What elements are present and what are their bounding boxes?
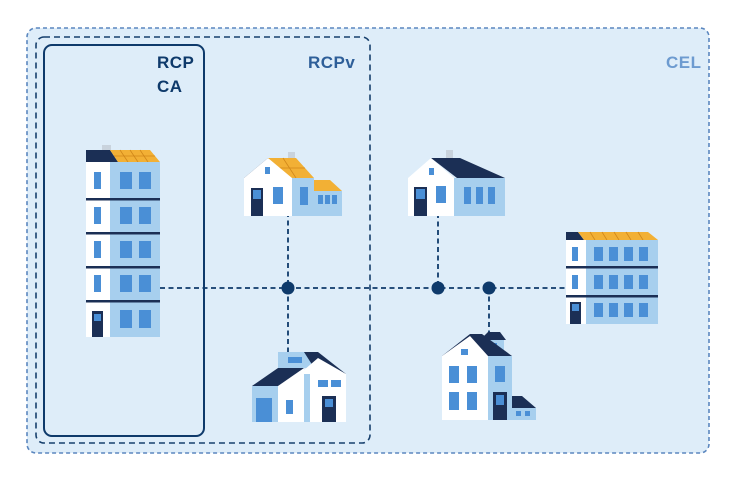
cel-label: CEL: [666, 53, 702, 72]
cel-zone: [26, 27, 710, 454]
rcpv-label: RCPv: [308, 53, 356, 72]
network-node-icon: [281, 281, 295, 295]
apartment-building-icon: [86, 145, 160, 337]
network-node-icon: [431, 281, 445, 295]
rcpv-zone: [35, 36, 371, 444]
house-icon: [252, 352, 346, 422]
solar-panel-icon: [314, 180, 342, 191]
rcp-ca-label-line1: RCP: [157, 53, 195, 72]
apartment-building-icon: [566, 231, 658, 324]
house-icon: [244, 152, 342, 216]
network-node-icon: [482, 281, 496, 295]
network-lines: [160, 212, 570, 360]
rcp-ca-label-line2: CA: [157, 77, 183, 96]
house-icon: [442, 332, 536, 420]
rcp-ca-zone: [43, 44, 205, 437]
house-icon: [408, 150, 505, 216]
solar-panel-icon: [578, 232, 658, 240]
